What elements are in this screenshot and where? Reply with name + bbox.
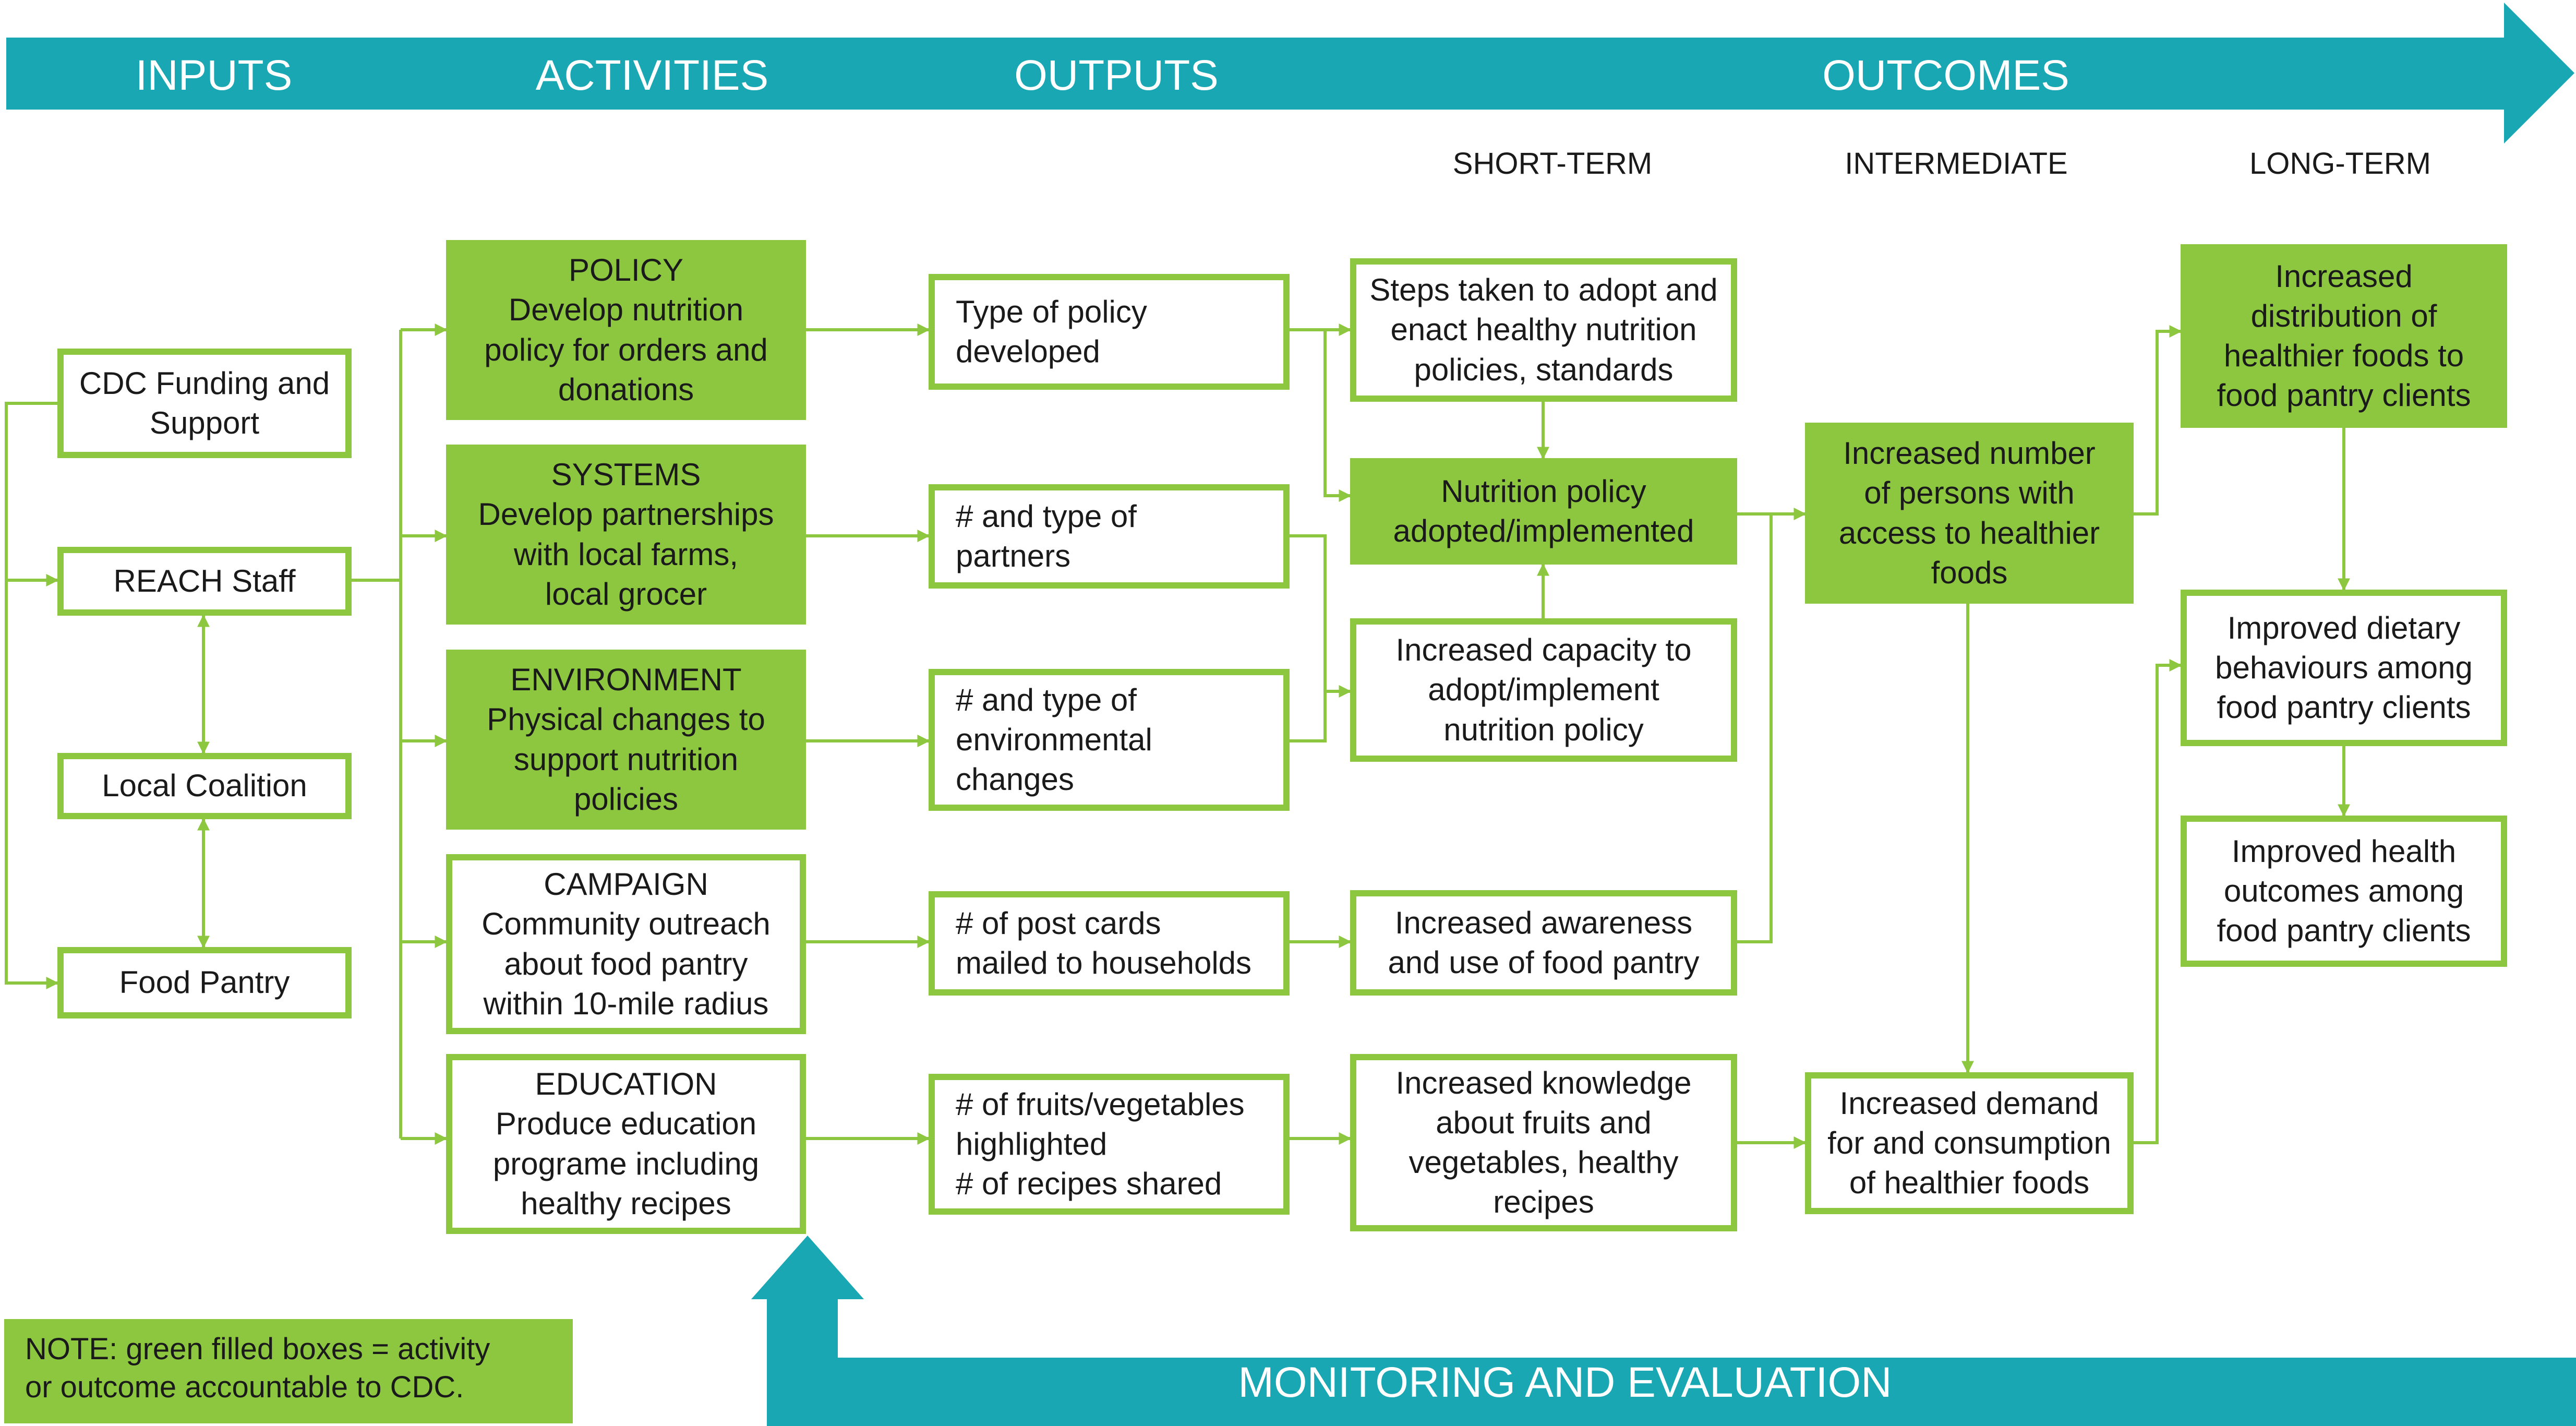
stage-banner-arrow	[6, 3, 2574, 143]
input-reach-staff: REACH Staff	[57, 547, 352, 616]
monitoring-evaluation-arrow	[751, 1236, 2576, 1426]
stage-outcomes: OUTCOMES	[1822, 52, 2069, 99]
term-intermediate: INTERMEDIATE	[1845, 147, 2068, 181]
input-local-coalition: Local Coalition	[57, 753, 352, 819]
input-food-pantry: Food Pantry	[57, 947, 352, 1018]
stage-outputs: OUTPUTS	[1014, 52, 1219, 99]
stage-activities: ACTIVITIES	[535, 52, 769, 99]
monitoring-evaluation-label: MONITORING AND EVALUATION	[1238, 1359, 1892, 1406]
inputs-bracket	[5, 402, 57, 985]
stage-inputs: INPUTS	[135, 52, 293, 99]
term-short: SHORT-TERM	[1452, 147, 1653, 181]
term-long: LONG-TERM	[2249, 147, 2431, 181]
